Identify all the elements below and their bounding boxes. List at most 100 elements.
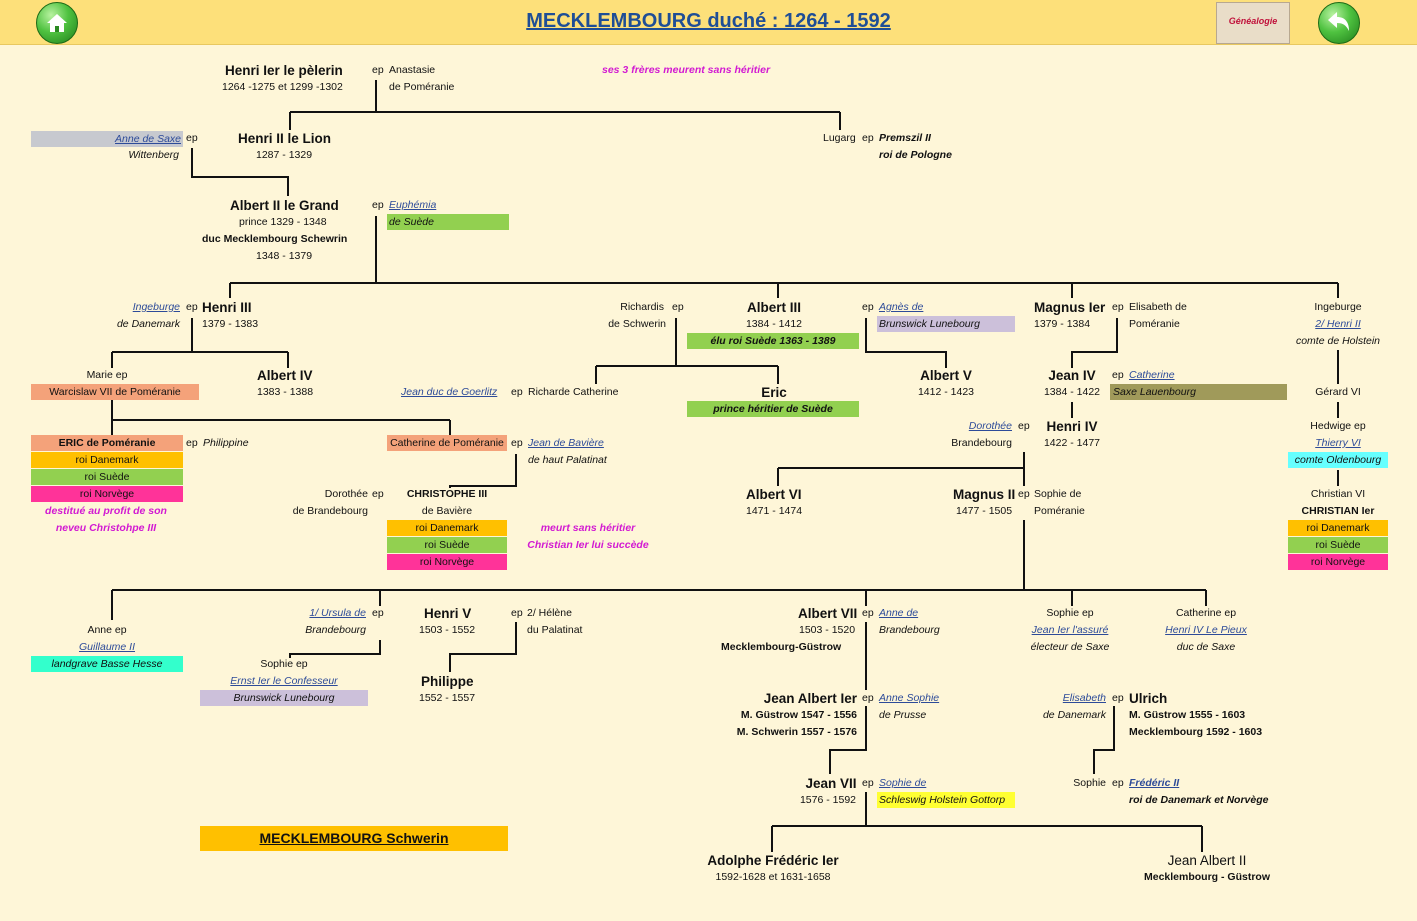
albert2-name: Albert II le Grand <box>230 198 339 213</box>
philippine: Philippine <box>203 437 249 449</box>
premszil: Premszil II <box>879 132 931 144</box>
christian1-name: CHRISTIAN Ier <box>1301 505 1375 517</box>
anne-de-saxe-link[interactable]: Anne de Saxe <box>115 133 181 145</box>
catherine-link[interactable]: Catherine <box>1129 369 1175 381</box>
christian-roi-norvege-box: roi Norvège <box>1288 554 1388 570</box>
jean-assure-link[interactable]: Jean Ier l'assuré <box>1031 624 1109 636</box>
ulrich-l2: Mecklembourg 1592 - 1603 <box>1129 726 1263 738</box>
christophe-roi-norvege-box: roi Norvège <box>387 554 507 570</box>
elisabeth-link[interactable]: Elisabeth <box>1062 692 1106 704</box>
magnus2-dates: 1477 - 1505 <box>956 505 1013 517</box>
eric-pomeranie-box: ERIC de Poméranie <box>31 435 183 451</box>
line-ursula <box>289 640 381 658</box>
helene-ep: ep <box>511 607 523 619</box>
henri3-name: Henri III <box>202 300 252 315</box>
philippe-dates: 1552 - 1557 <box>419 692 476 704</box>
richardis-l2: de Schwerin <box>608 318 666 330</box>
eric-roi-danemark-box: roi Danemark <box>31 452 183 468</box>
ursula-ep: ep <box>372 607 384 619</box>
ulrich-l1: M. Güstrow 1555 - 1603 <box>1129 709 1246 721</box>
electeur-de-saxe: électeur de Saxe <box>1030 641 1110 653</box>
anne-de-link[interactable]: Anne de <box>879 607 919 619</box>
duc-de-saxe: duc de Saxe <box>1176 641 1236 653</box>
genealogie-logo[interactable]: Généalogie <box>1216 2 1290 44</box>
albert4-name: Albert IV <box>257 368 313 383</box>
henri5-dates: 1503 - 1552 <box>419 624 476 636</box>
anne-saxe-ep: ep <box>186 132 198 144</box>
home-button[interactable] <box>36 2 80 44</box>
sophie-f-ep: ep <box>1112 777 1124 789</box>
comte-oldenbourg-box: comte Oldenbourg <box>1288 452 1388 468</box>
jean4-dates: 1384 - 1422 <box>1043 386 1101 398</box>
page-title: MECKLEMBOURG duché : 1264 - 1592 <box>526 10 891 32</box>
note-3-freres: ses 3 frères meurent sans héritier <box>602 64 771 76</box>
catherine-saxe2-l1: Catherine ep <box>1175 607 1237 619</box>
dorothee-b-l2: de Brandebourg <box>292 505 368 517</box>
albert2-l2: duc Mecklembourg Schewrin <box>202 233 348 245</box>
agnes-link[interactable]: Agnès de <box>879 301 924 313</box>
dorothee-link[interactable]: Dorothée <box>968 420 1012 432</box>
catherine-ep: ep <box>1112 369 1124 381</box>
sophie-de-link[interactable]: Sophie de <box>879 777 927 789</box>
guillaume-wrap: Guillaume II <box>31 640 183 655</box>
ernst-wrap: Ernst Ier le Confesseur <box>200 674 368 689</box>
eric-roi-norvege-box: roi Norvège <box>31 486 183 502</box>
anne-saxe-l2: Wittenberg <box>128 149 179 161</box>
mecklembourg-schwerin-banner[interactable]: MECKLEMBOURG Schwerin <box>200 826 508 851</box>
note-meurt-2: Christian Ier lui succède <box>527 539 649 551</box>
henri5-name: Henri V <box>424 606 472 621</box>
christian-roi-suede-box: roi Suède <box>1288 537 1388 553</box>
ingeburge-link[interactable]: Ingeburge <box>132 301 180 313</box>
albert7-name: Albert VII <box>798 606 858 621</box>
ingeburge-l2: de Danemark <box>116 318 180 330</box>
albert2-l3: 1348 - 1379 <box>256 250 313 262</box>
ursula-link[interactable]: 1/ Ursula de <box>309 607 366 619</box>
jean-albert1-name: Jean Albert Ier <box>763 691 857 706</box>
guillaume-link[interactable]: Guillaume II <box>78 641 136 653</box>
albert3-roi-suede-box: élu roi Suède 1363 - 1389 <box>687 333 859 349</box>
richardis-l1: Richardis <box>620 301 664 313</box>
sophie-saxe-l1: Sophie ep <box>1046 607 1094 619</box>
jean4-name: Jean IV <box>1048 368 1096 383</box>
jean-de-baviere-link[interactable]: Jean de Bavière <box>528 437 604 449</box>
anne-hesse-l1: Anne ep <box>87 624 127 636</box>
christophe3-name: CHRISTOPHE III <box>406 488 488 500</box>
richardis-ep: ep <box>672 301 684 313</box>
line-catherine-bav <box>449 454 517 488</box>
saxe-lauenbourg-box: Saxe Lauenbourg <box>1110 384 1287 400</box>
line-jean7 <box>771 792 1203 852</box>
thierry-link[interactable]: Thierry VI <box>1315 437 1361 449</box>
albert5-name: Albert V <box>920 368 972 383</box>
jean-albert2-l1: Mecklembourg - Güstrow <box>1143 871 1270 883</box>
euphemia-ep: ep <box>372 199 384 211</box>
back-button[interactable] <box>1318 2 1362 44</box>
logo-text: Généalogie <box>1228 16 1278 26</box>
dorothee-b-ep: ep <box>372 488 384 500</box>
albert3-name: Albert III <box>746 300 801 315</box>
ingeburge-r-l1: Ingeburge <box>1314 301 1362 313</box>
jean-goerlitz-link[interactable]: Jean duc de Goerlitz <box>401 386 498 398</box>
henri2-holstein-wrap: 2/ Henri II <box>1288 317 1388 332</box>
henri2-holstein-link[interactable]: 2/ Henri II <box>1315 318 1361 330</box>
line-agnes <box>865 318 947 368</box>
christian-roi-danemark-box: roi Danemark <box>1288 520 1388 536</box>
ernst-link[interactable]: Ernst Ier le Confesseur <box>230 675 338 687</box>
albert2-l1: prince 1329 - 1348 <box>239 216 327 228</box>
albert7-dates: 1503 - 1520 <box>799 624 856 636</box>
frederic2-link[interactable]: Frédéric II <box>1129 777 1180 789</box>
albert6-name: Albert VI <box>746 487 802 502</box>
jean7-dates: 1576 - 1592 <box>799 794 857 806</box>
richarde-catherine: Richarde Catherine <box>528 386 619 398</box>
henri-pieux-link[interactable]: Henri IV Le Pieux <box>1165 624 1247 636</box>
sophie-pom-ep: ep <box>1018 488 1030 500</box>
jean-albert1-l2: M. Schwerin 1557 - 1576 <box>736 726 857 738</box>
note-meurt-1: meurt sans héritier <box>540 522 636 534</box>
ingeburge-ep: ep <box>186 301 198 313</box>
catherine-pom-ep: ep <box>511 437 523 449</box>
euphemia-link[interactable]: Euphémia <box>389 199 437 211</box>
albert7-l2: Mecklembourg-Güstrow <box>721 641 842 653</box>
eric-pom-ep: ep <box>186 437 198 449</box>
dorothee-b-l1: Dorothée <box>324 488 368 500</box>
anne-sophie-link[interactable]: Anne Sophie <box>879 692 940 704</box>
henri4-dates: 1422 - 1477 <box>1043 437 1101 449</box>
